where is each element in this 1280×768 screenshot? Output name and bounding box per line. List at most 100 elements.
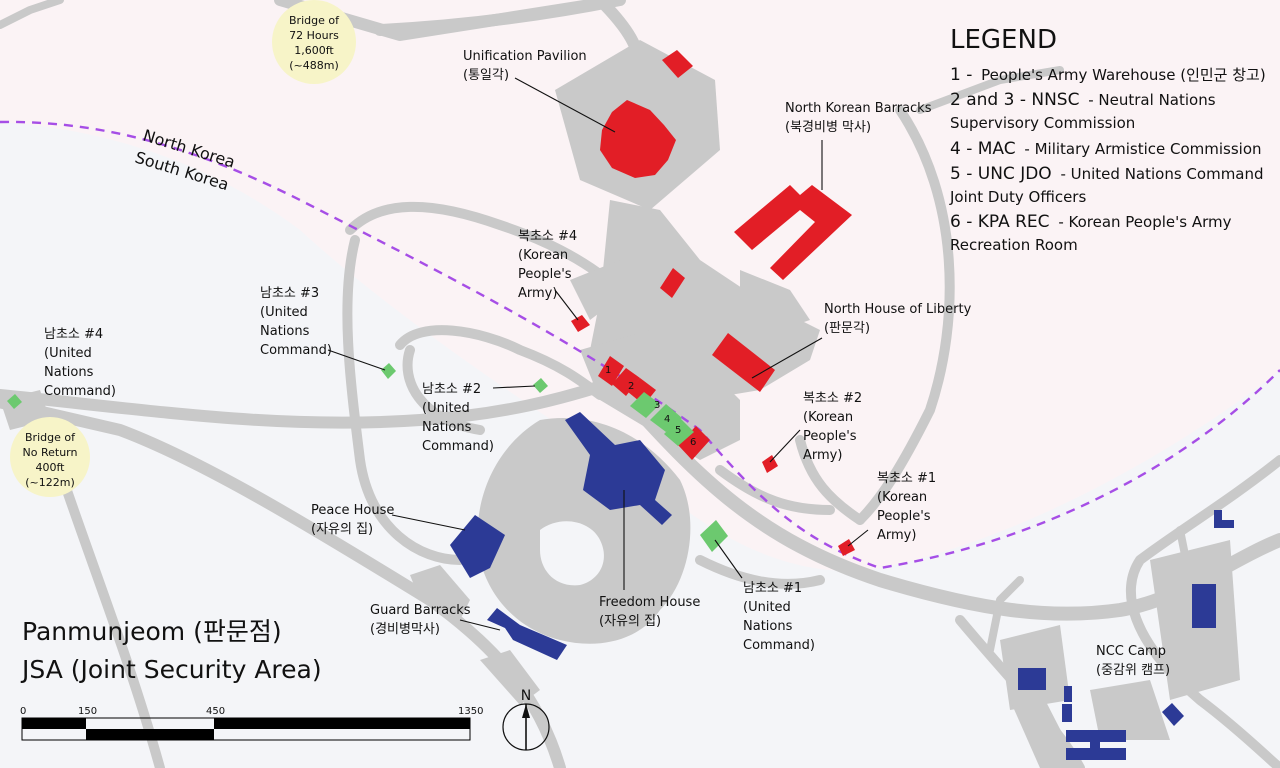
nk-barracks-building (734, 185, 852, 280)
svg-text:Bridge of: Bridge of (25, 431, 76, 444)
legend-entry-4: 4 - MAC - Military Armistice Commission (950, 139, 1262, 159)
nk-barracks-label: North Korean Barracks (북경비병 막사) (785, 101, 932, 135)
scale-bar: 0 150 450 1350 (20, 706, 483, 741)
svg-text:JSA (Joint Security Area): JSA (Joint Security Area) (20, 655, 322, 684)
svg-text:남초소 #2: 남초소 #2 (422, 382, 481, 397)
svg-text:No Return: No Return (23, 446, 78, 459)
svg-text:0: 0 (20, 706, 26, 717)
svg-text:People's: People's (877, 509, 931, 524)
building-6 (678, 426, 710, 460)
kpa-post-4-building (571, 315, 590, 332)
unc-post-4-building (7, 394, 22, 409)
svg-text:(~122m): (~122m) (25, 476, 75, 489)
legend-entry-6: 6 - KPA REC - Korean People's Army (950, 212, 1232, 232)
kpa-post-4-label: 복초소 #4 (Korean People's Army) (518, 229, 577, 301)
peace-house-label: Peace House (자유의 집) (311, 503, 394, 537)
svg-text:Command): Command) (260, 343, 332, 358)
bridge-72-hours-circle (272, 0, 356, 84)
svg-text:Command): Command) (422, 439, 494, 454)
svg-text:1350: 1350 (458, 706, 483, 717)
legend: LEGEND 1 - People's Army Warehouse (인민군 … (949, 25, 1266, 254)
freedom-house-label: Freedom House (자유의 집) (599, 595, 700, 629)
svg-text:North Korean Barracks: North Korean Barracks (785, 101, 932, 116)
ncc-building-a (1018, 668, 1046, 690)
building-1 (598, 356, 624, 386)
kpa-post-1-label: 복초소 #1 (Korean People's Army) (877, 471, 936, 543)
svg-text:400ft: 400ft (36, 461, 66, 474)
svg-text:(통일각): (통일각) (463, 68, 509, 83)
svg-text:(자유의 집): (자유의 집) (311, 522, 373, 537)
svg-text:복초소 #1: 복초소 #1 (877, 471, 936, 486)
svg-text:1,600ft: 1,600ft (294, 44, 334, 57)
building-numbers: 1 2 3 4 5 6 (605, 365, 696, 448)
svg-text:Guard Barracks: Guard Barracks (370, 603, 471, 618)
building-number-3: 3 (654, 400, 660, 411)
legend-entry-2: 2 and 3 - NNSC - Neutral Nations (950, 90, 1216, 110)
svg-text:Command): Command) (743, 638, 815, 653)
building-number-4: 4 (664, 414, 670, 425)
building-3 (630, 392, 660, 418)
kpa-small-building (660, 268, 685, 298)
leader-lines (327, 77, 869, 631)
building-number-6: 6 (690, 437, 696, 448)
legend-entry-5: 5 - UNC JDO - United Nations Command (950, 164, 1264, 184)
ncc-building-h (1162, 703, 1184, 726)
svg-text:남초소 #3: 남초소 #3 (260, 286, 319, 301)
svg-text:Army): Army) (518, 286, 557, 301)
south-korean-buildings (450, 412, 1234, 760)
svg-text:(United: (United (743, 600, 791, 615)
svg-text:450: 450 (206, 706, 225, 717)
guard-barracks-building (487, 608, 567, 660)
ncc-building-d (1062, 704, 1072, 722)
unc-post-3-label: 남초소 #3 (United Nations Command) (260, 286, 332, 358)
ncc-building-c (1064, 686, 1072, 702)
unification-pavilion-annex (662, 50, 693, 78)
svg-text:Bridge of: Bridge of (289, 14, 340, 27)
svg-text:Army): Army) (803, 448, 842, 463)
svg-text:(~488m): (~488m) (289, 59, 339, 72)
svg-text:Joint Duty Officers: Joint Duty Officers (949, 188, 1086, 206)
svg-text:(Korean: (Korean (803, 410, 853, 425)
svg-text:Panmunjeom (판문점): Panmunjeom (판문점) (22, 617, 282, 646)
svg-text:Nations: Nations (743, 619, 793, 634)
map-labels: Bridge of 72 Hours 1,600ft (~488m) Bridg… (23, 14, 1171, 678)
building-5 (664, 418, 694, 446)
building-number-1: 1 (605, 365, 611, 376)
north-house-of-liberty-building (712, 333, 775, 392)
svg-text:Peace House: Peace House (311, 503, 394, 518)
ncc-building-b (1192, 584, 1216, 628)
legend-entry-1: 1 - People's Army Warehouse (인민군 창고) (950, 65, 1266, 85)
peace-house-building (450, 515, 505, 578)
svg-text:150: 150 (78, 706, 97, 717)
svg-text:NCC Camp: NCC Camp (1096, 644, 1166, 659)
ncc-building-i (1214, 510, 1234, 528)
svg-text:(자유의 집): (자유의 집) (599, 614, 661, 629)
unc-post-1-label: 남초소 #1 (United Nations Command) (743, 581, 815, 653)
svg-text:People's: People's (803, 429, 857, 444)
svg-text:(중감위 캠프): (중감위 캠프) (1096, 663, 1170, 678)
svg-text:N: N (521, 688, 531, 704)
building-2 (612, 368, 640, 396)
bridge-no-return-label: Bridge of No Return 400ft (~122m) (23, 431, 78, 489)
kpa-post-2-building (762, 455, 778, 473)
svg-text:복초소 #4: 복초소 #4 (518, 229, 577, 244)
map-title: Panmunjeom (판문점) JSA (Joint Security Are… (20, 617, 322, 684)
north-korean-buildings (571, 50, 855, 556)
ncc-camp-label: NCC Camp (중감위 캠프) (1096, 644, 1170, 678)
svg-text:(판문각): (판문각) (824, 321, 870, 336)
unification-pavilion-building (600, 100, 676, 178)
svg-text:Unification Pavilion: Unification Pavilion (463, 49, 587, 64)
guard-barracks-label: Guard Barracks (경비병막사) (370, 603, 471, 637)
svg-text:(경비병막사): (경비병막사) (370, 622, 440, 637)
un-buildings (7, 363, 728, 552)
unc-post-3-building (381, 363, 396, 379)
unc-post-1-building (700, 520, 728, 552)
svg-text:Supervisory Commission: Supervisory Commission (950, 114, 1135, 132)
legend-title: LEGEND (950, 25, 1057, 55)
svg-text:People's: People's (518, 267, 572, 282)
unification-pavilion-label: Unification Pavilion (통일각) (463, 49, 587, 83)
svg-text:(United: (United (422, 401, 470, 416)
building-number-5: 5 (675, 425, 681, 436)
svg-text:Nations: Nations (44, 365, 94, 380)
bridge-no-return-circle (10, 417, 90, 497)
